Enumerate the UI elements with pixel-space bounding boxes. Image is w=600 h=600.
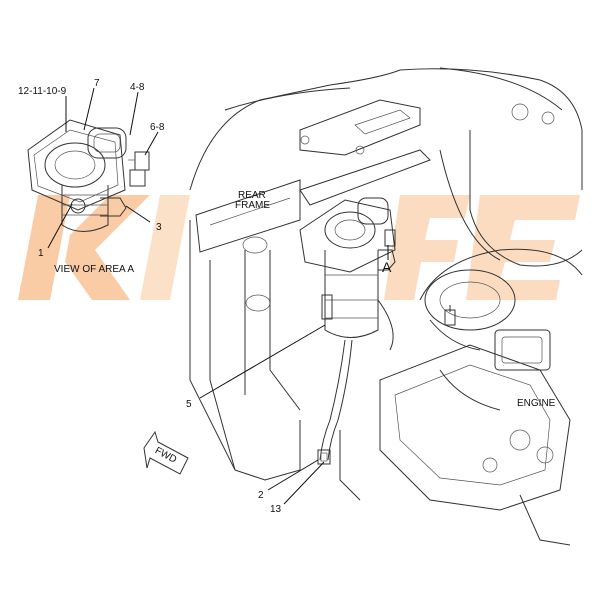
watermark-letter-1-arm bbox=[65, 195, 150, 300]
label-part-3: 3 bbox=[156, 222, 162, 233]
watermark-letter-1 bbox=[18, 195, 70, 300]
label-view-of-area-a: VIEW OF AREA A bbox=[54, 264, 134, 275]
label-part-7: 7 bbox=[94, 78, 100, 89]
watermark-letter-2 bbox=[140, 195, 190, 300]
label-rear-frame-line-1: REAR bbox=[238, 190, 266, 201]
label-rear-frame-line-2: FRAME bbox=[235, 200, 270, 211]
fuel-filter-assembly bbox=[299, 197, 396, 465]
label-part-4-8: 4-8 bbox=[130, 82, 145, 93]
label-part-2: 2 bbox=[258, 490, 264, 501]
label-part-12-11-10-9: 12-11-10-9 bbox=[18, 86, 67, 97]
watermark-letter-3 bbox=[384, 195, 470, 300]
label-area-a: A bbox=[382, 259, 392, 275]
watermark-logo bbox=[18, 195, 580, 300]
label-part-6-8: 6-8 bbox=[150, 122, 165, 133]
machine-frame bbox=[189, 67, 583, 501]
label-part-13: 13 bbox=[270, 504, 282, 515]
label-engine: ENGINE bbox=[517, 398, 556, 409]
fwd-arrow bbox=[143, 430, 189, 475]
inset-view-area-a bbox=[27, 87, 159, 249]
label-part-5: 5 bbox=[186, 399, 192, 410]
label-part-1: 1 bbox=[38, 248, 44, 259]
engine-block bbox=[379, 248, 583, 546]
watermark-letter-4 bbox=[466, 195, 580, 300]
label-fwd: FWD bbox=[153, 445, 178, 465]
